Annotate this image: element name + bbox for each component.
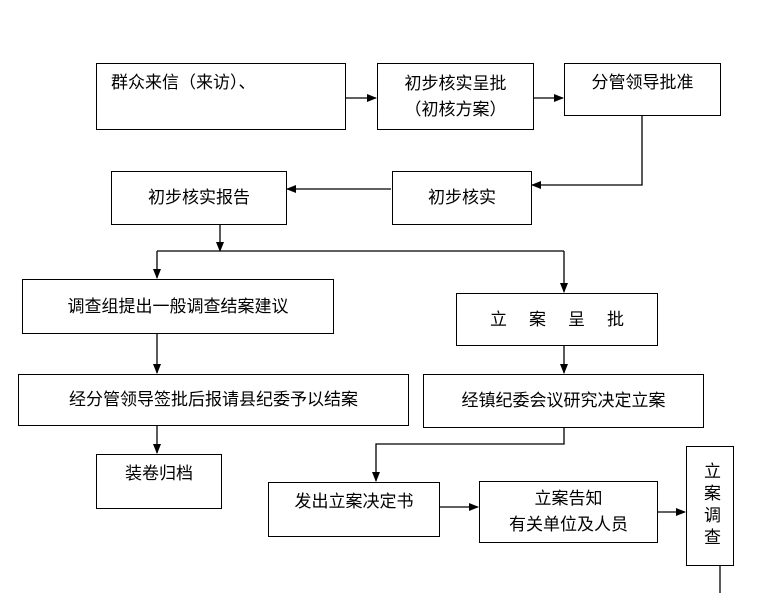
node-letters-visits: 群众来信（来访）、 [96,63,346,130]
node-case-investigation: 立案调查 [686,446,734,566]
node-letters-visits-label: 群众来信（来访）、 [111,73,256,93]
node-case-filing-approval: 立案呈批 [456,293,658,346]
node-preliminary-verification-approval-line2: （初核方案） [404,99,507,120]
node-investigation-closure-suggestion-label: 调查组提出一般调查结案建议 [67,296,289,317]
node-archive: 装卷归档 [96,454,222,509]
node-case-investigation-label: 立案调查 [700,462,720,550]
node-report-county-closure: 经分管领导签批后报请县纪委予以结案 [18,374,409,426]
node-issue-filing-decision-label: 发出立案决定书 [294,492,414,512]
node-leader-approval: 分管领导批准 [564,63,721,116]
node-issue-filing-decision: 发出立案决定书 [268,482,440,537]
node-preliminary-verification-approval-line1: 初步核实呈批 [404,73,507,94]
node-preliminary-verification: 初步核实 [392,171,532,225]
node-filing-notice-line1: 立案告知 [534,489,603,509]
arrow-n3-to-n5 [531,116,643,189]
node-town-meeting-filing: 经镇纪委会议研究决定立案 [423,374,704,428]
node-preliminary-verification-label: 初步核实 [428,188,496,208]
node-archive-label: 装卷归档 [125,464,193,484]
node-preliminary-verification-report: 初步核实报告 [111,171,287,225]
node-filing-notice-line2: 有关单位及人员 [509,515,628,535]
node-town-meeting-filing-label: 经镇纪委会议研究决定立案 [461,391,666,411]
node-leader-approval-label: 分管领导批准 [591,73,694,93]
node-case-filing-approval-label: 立案呈批 [490,309,646,330]
node-filing-notice: 立案告知 有关单位及人员 [479,481,658,543]
node-report-county-closure-label: 经分管领导签批后报请县纪委予以结案 [69,390,358,410]
node-preliminary-verification-approval: 初步核实呈批 （初核方案） [377,63,534,130]
arrow-n9-to-n11 [372,428,565,482]
node-preliminary-verification-report-label: 初步核实报告 [148,188,250,208]
node-investigation-closure-suggestion: 调查组提出一般调查结案建议 [22,279,334,334]
